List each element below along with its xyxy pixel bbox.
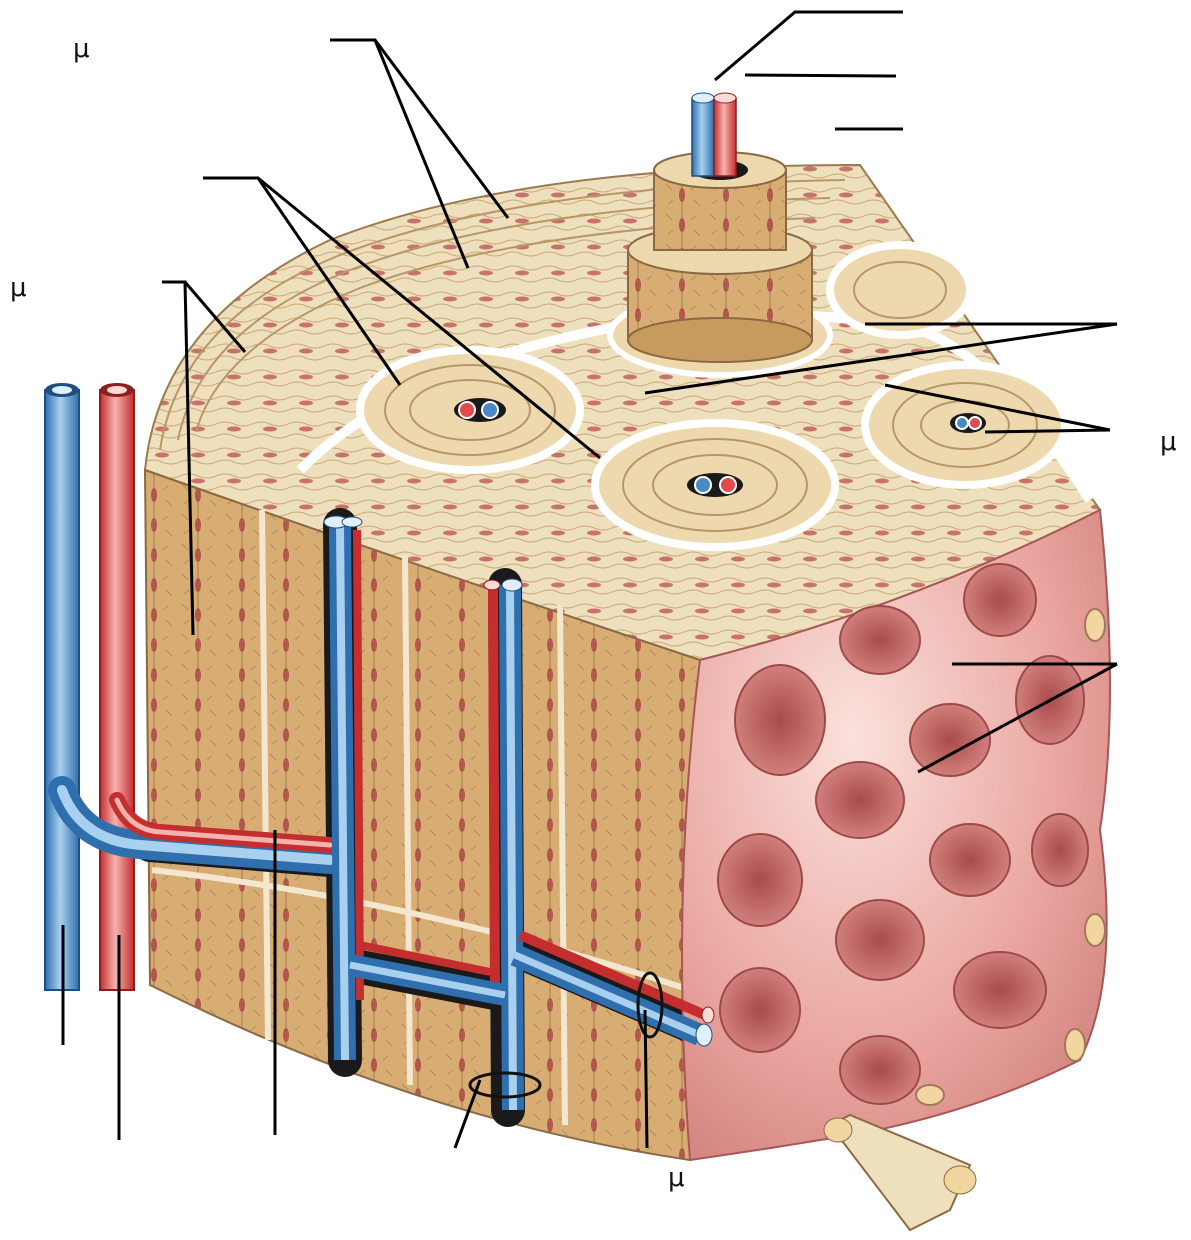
trabecula-fragment xyxy=(824,1115,976,1230)
label-marker-left-mid: μ xyxy=(10,273,27,303)
label-marker-top-left: μ xyxy=(73,34,90,64)
osteon xyxy=(360,350,580,470)
label-marker-right-mid: μ xyxy=(1160,427,1177,457)
osteon-partial xyxy=(830,245,970,335)
osteon xyxy=(595,423,835,547)
label-marker-bottom: μ xyxy=(668,1163,685,1193)
osteon xyxy=(865,365,1065,485)
